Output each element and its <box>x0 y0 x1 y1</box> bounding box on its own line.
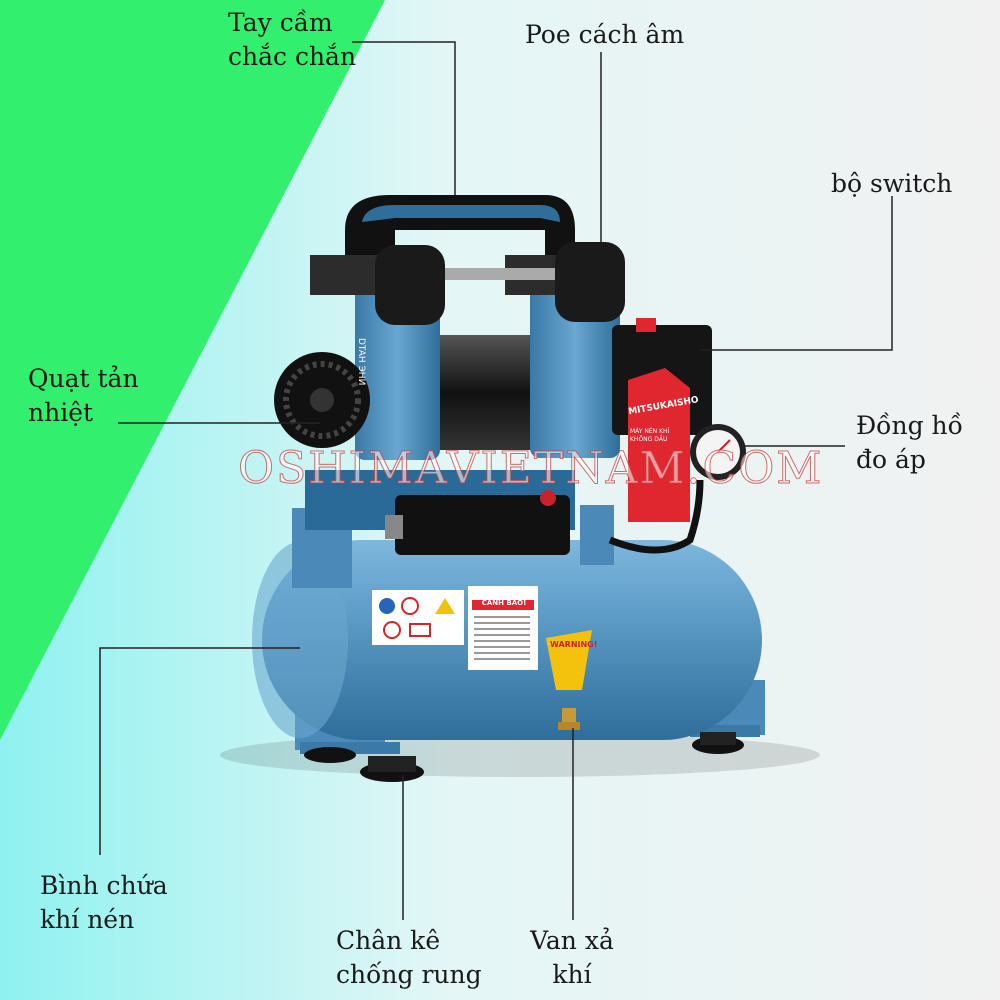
label-switch: bộ switch <box>831 169 953 198</box>
green-corner <box>0 0 385 740</box>
label-soundproof: Poe cách âm <box>525 20 685 49</box>
label-tank: Bình chứa khí nén <box>40 871 168 934</box>
warning-sign-text: WARNING! <box>550 640 598 649</box>
yellow-warning-sign <box>546 630 592 690</box>
motor <box>430 335 535 450</box>
label-handle: Tay cầm chắc chắn <box>228 8 357 71</box>
muffler-left <box>375 245 445 325</box>
label-valve: Van xả khí <box>530 926 614 989</box>
leader-switch <box>700 196 893 351</box>
label-gauge: Đồng hồ đo áp <box>856 411 963 474</box>
muffler-right <box>555 242 625 322</box>
leader-tank <box>99 647 300 855</box>
watermark: OSHIMAVIETNAM.COM <box>237 443 824 495</box>
tag-subtitle-text: MÁY NÉN KHÍ KHÔNG DẦU <box>630 428 670 443</box>
warning-sticker-title: CẢNH BÁO! <box>481 599 527 607</box>
capacitor-box <box>395 495 570 555</box>
label-feet: Chân kê chống rung <box>336 926 482 989</box>
label-fan: Quạt tản nhiệt <box>28 364 139 427</box>
red-tag <box>628 368 690 522</box>
leader-handle <box>352 41 456 195</box>
